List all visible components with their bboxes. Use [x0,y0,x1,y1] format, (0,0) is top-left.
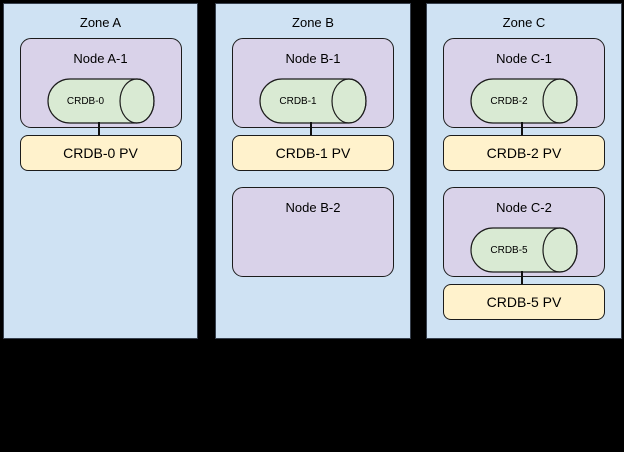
crdb-2-label: CRDB-2 [490,95,528,107]
crdb-0-pv-box: CRDB-0 PV [19,135,182,171]
node-b-2-title: Node B-2 [285,200,341,215]
crdb-0-cylinder: CRDB-0 [46,78,155,124]
crdb-5-cylinder: CRDB-5 [470,227,578,273]
database-cylinder-icon [470,78,578,124]
node-c-2-title: Node C-2 [496,200,552,215]
node-b-1-title: Node B-1 [285,51,341,66]
crdb-1-pv-label: CRDB-1 PV [275,145,351,161]
zone-c: Zone C Node C-1 CRDB-2 CRDB-2 PV Node C-… [426,3,622,339]
zone-b: Zone B Node B-1 CRDB-1 CRDB-1 PV Node B-… [215,3,411,339]
crdb-5-pv-box: CRDB-5 PV [443,284,605,320]
node-b-2: Node B-2 [232,187,394,277]
zone-a-title: Zone A [79,15,122,30]
crdb-2-pv-label: CRDB-2 PV [486,145,562,161]
zone-b-title: Zone B [292,15,334,30]
crdb-1-label: CRDB-1 [279,95,317,107]
zone-a: Zone A Node A-1 CRDB-0 CRDB-0 PV [3,3,198,339]
pod-to-pv-connector [97,122,100,136]
node-b-1: Node B-1 CRDB-1 [232,38,394,128]
crdb-1-cylinder: CRDB-1 [259,78,367,124]
crdb-2-cylinder: CRDB-2 [470,78,578,124]
node-c-1: Node C-1 CRDB-2 [443,38,605,128]
pod-to-pv-connector [521,271,523,285]
database-cylinder-icon [470,227,578,273]
crdb-5-label: CRDB-5 [490,244,528,256]
database-cylinder-icon [46,78,155,124]
node-c-1-title: Node C-1 [496,51,552,66]
crdb-5-pv-label: CRDB-5 PV [486,294,562,310]
pod-to-pv-connector [310,122,312,136]
crdb-1-pv-box: CRDB-1 PV [232,135,394,171]
crdb-2-pv-box: CRDB-2 PV [443,135,605,171]
crdb-0-label: CRDB-0 [66,95,105,107]
zone-c-title: Zone C [502,15,546,30]
node-a-1: Node A-1 CRDB-0 [19,38,182,128]
node-a-1-title: Node A-1 [73,51,128,66]
database-cylinder-icon [259,78,367,124]
node-c-2: Node C-2 CRDB-5 [443,187,605,277]
pod-to-pv-connector [521,122,523,136]
crdb-0-pv-label: CRDB-0 PV [63,145,138,161]
